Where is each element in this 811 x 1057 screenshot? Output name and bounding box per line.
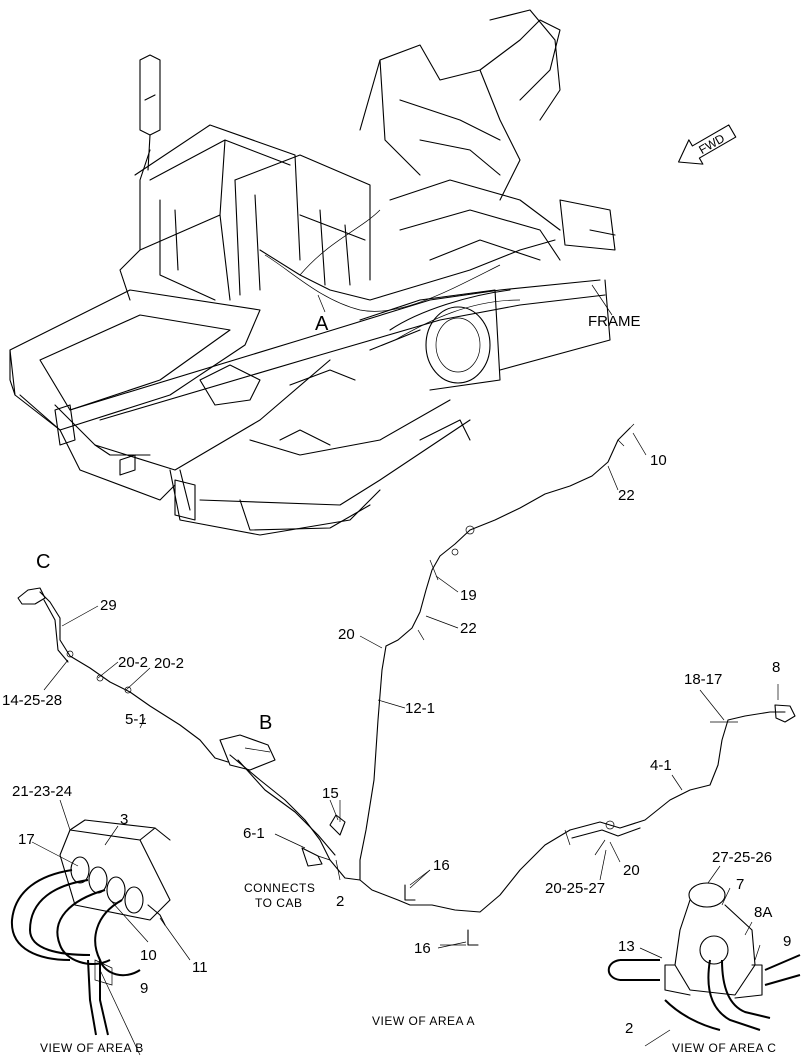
callout-18-17: 18-17 [684, 671, 722, 688]
fwd-arrow: FWD [678, 124, 737, 165]
machine-frame-drawing [9, 9, 616, 536]
callout-10-top: 10 [650, 452, 667, 469]
connects-label-line1: CONNECTS [244, 881, 315, 895]
callout-22-mid: 22 [460, 620, 477, 637]
callout-16-a: 16 [433, 857, 450, 874]
callout-9-b: 9 [783, 933, 791, 950]
area-c-detail [607, 882, 801, 1031]
callout-20-2-a: 20-2 [118, 654, 148, 671]
callout-14-25-28: 14-25-28 [2, 692, 62, 709]
callout-3: 3 [120, 811, 128, 828]
callout-13: 13 [618, 938, 635, 955]
callout-8: 8 [772, 659, 780, 676]
callout-10-b: 10 [140, 947, 157, 964]
callout-21-23-24: 21-23-24 [12, 783, 72, 800]
callout-17: 17 [18, 831, 35, 848]
area-c-letter: C [36, 551, 50, 573]
area-b-letter: B [259, 712, 272, 734]
frame-label: FRAME [588, 313, 641, 330]
harness-area-a [219, 423, 796, 946]
callout-6-1: 6-1 [243, 825, 265, 842]
callout-11: 11 [192, 959, 208, 976]
callout-20-2-b: 20-2 [154, 655, 184, 672]
callout-20-25-27: 20-25-27 [545, 880, 605, 897]
frame-callout: FRAME [588, 284, 641, 330]
area-a-letter: A [315, 313, 329, 335]
callout-15: 15 [322, 785, 339, 802]
callout-2-a: 2 [336, 893, 344, 910]
callout-27-25-26: 27-25-26 [712, 849, 772, 866]
callout-9-a: 9 [140, 980, 148, 997]
callout-16-b: 16 [414, 940, 431, 957]
fwd-label: FWD [696, 131, 727, 157]
callout-12-1: 12-1 [405, 700, 435, 717]
callout-4-1: 4-1 [650, 757, 672, 774]
callout-labels: 10 22 19 22 20 12-1 29 20-2 20-2 14-25-2… [2, 452, 791, 1055]
view-area-c-caption: VIEW OF AREA C [672, 1041, 776, 1055]
connects-label-line2: TO CAB [255, 896, 302, 910]
view-area-a-caption: VIEW OF AREA A [372, 1014, 475, 1028]
callout-29: 29 [100, 597, 117, 614]
callout-leaders [31, 432, 779, 1056]
area-b-detail [10, 819, 171, 1036]
callout-19: 19 [460, 587, 477, 604]
callout-8a: 8A [754, 904, 772, 921]
callout-7: 7 [736, 876, 744, 893]
callout-2-b: 2 [625, 1020, 633, 1037]
callout-22-top: 22 [618, 487, 635, 504]
view-area-b-caption: VIEW OF AREA B [40, 1041, 144, 1055]
callout-20-b: 20 [623, 862, 640, 879]
harness-area-c [17, 587, 229, 763]
callout-20-a: 20 [338, 626, 355, 643]
callout-5-1: 5-1 [125, 711, 147, 728]
